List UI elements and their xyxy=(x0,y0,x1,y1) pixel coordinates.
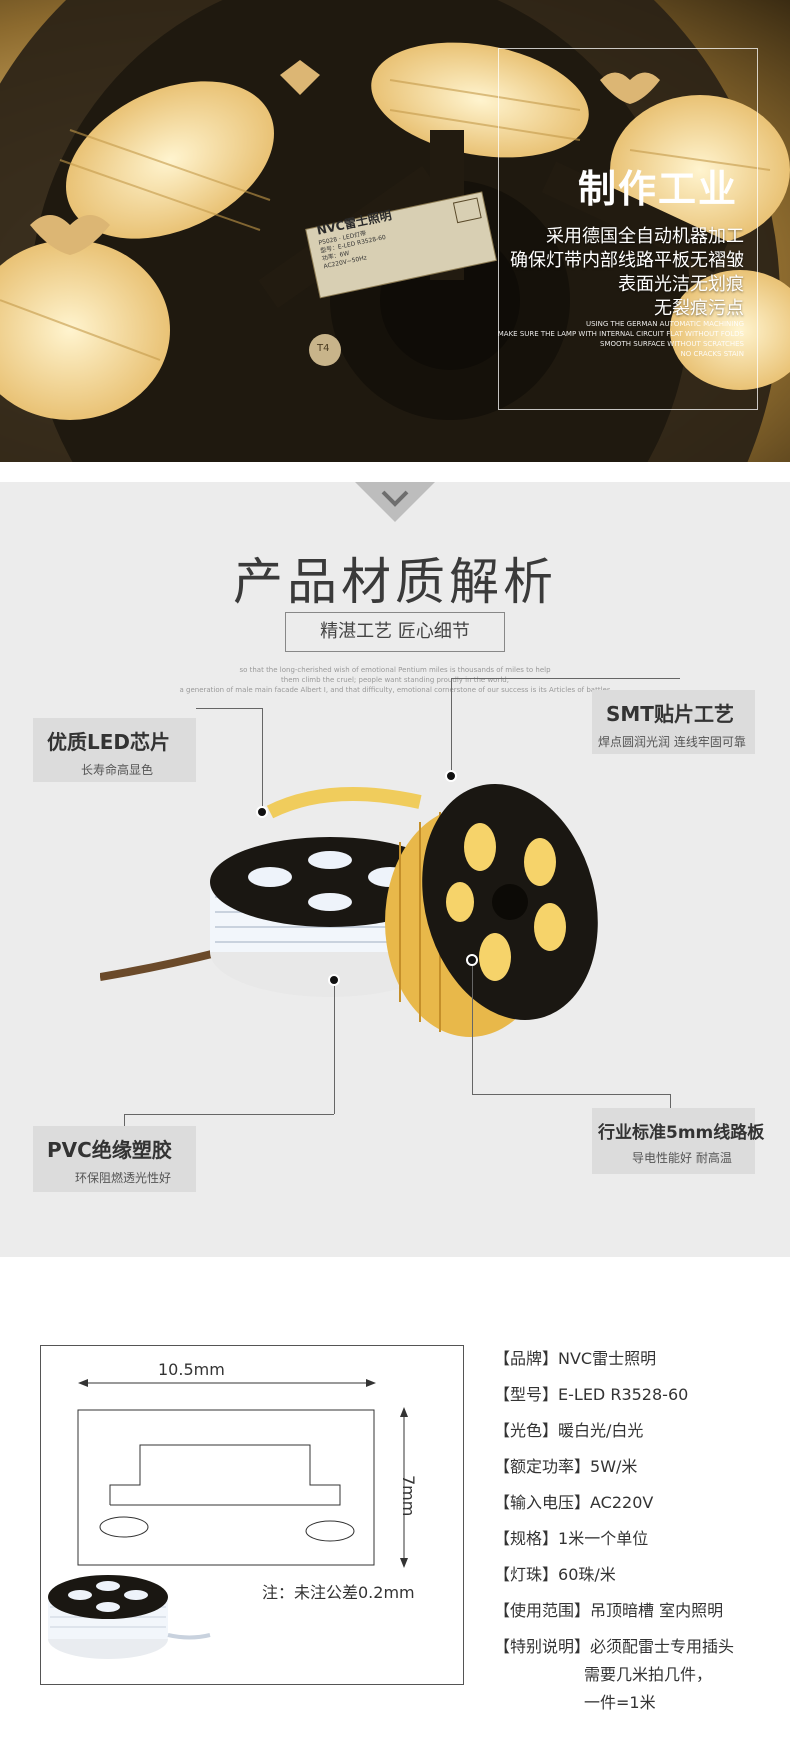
spec-value: 5W/米 xyxy=(590,1457,638,1476)
spec-rated-power: 【额定功率】5W/米 xyxy=(494,1453,637,1477)
chevron-down-icon xyxy=(355,482,435,522)
en-caption: them climb the cruel; people want standi… xyxy=(281,676,509,684)
leader-line xyxy=(334,986,335,1114)
spec-usage: 【使用范围】吊顶暗槽 室内照明 xyxy=(494,1597,723,1621)
spec-unit: 【规格】1米一个单位 xyxy=(494,1525,648,1549)
spec-key: 【输入电压】 xyxy=(494,1493,591,1512)
spec-value: E-LED R3528-60 xyxy=(558,1385,689,1404)
feature-title: 优质LED芯片 xyxy=(47,730,171,754)
specs-section: 10.5mm 7mm 注：未注公差0.2mm 【品牌】NVC雷士照明 【型号】E… xyxy=(0,1275,790,1747)
en-caption: a generation of male main facade Albert … xyxy=(179,686,611,694)
tolerance-note: 注：未注公差0.2mm xyxy=(262,1583,415,1602)
spec-extra-line: 需要几米拍几件， xyxy=(584,1665,713,1684)
spec-value: 暖白光/白光 xyxy=(558,1421,644,1440)
hero-line: 表面光洁无划痕 xyxy=(618,274,744,295)
feature-pcb-board: 行业标准5mm线路板 导电性能好 耐高温 xyxy=(592,1108,765,1174)
spec-value: 60珠/米 xyxy=(558,1565,616,1584)
spec-value: AC220V xyxy=(590,1493,654,1512)
section-subtitle: 精湛工艺 匠心细节 xyxy=(285,612,505,652)
spec-key: 【特别说明】 xyxy=(494,1637,591,1656)
leader-line xyxy=(196,708,262,709)
feature-pvc-insulation: PVC绝缘塑胶 环保阻燃透光性好 xyxy=(33,1126,196,1192)
spec-brand: 【品牌】NVC雷士照明 xyxy=(494,1345,656,1369)
hero-en-line: USING THE GERMAN AUTOMATIC MACHINING xyxy=(585,320,744,328)
leader-line xyxy=(124,1114,125,1126)
hero-banner: NVC雷士照明 P5028 · LED灯带 型号：E-LED R3528-60 … xyxy=(0,0,790,462)
spec-special-note: 【特别说明】必须配雷士专用插头 xyxy=(494,1633,734,1657)
hero-line: 无裂痕污点 xyxy=(654,298,744,319)
spec-model: 【型号】E-LED R3528-60 xyxy=(494,1381,688,1405)
hero-en-line: NO CRACKS STAIN xyxy=(680,350,744,358)
materials-section: 产品材质解析 精湛工艺 匠心细节 so that the long-cheris… xyxy=(0,482,790,1257)
callout-dot xyxy=(445,770,457,782)
feature-subtitle: 环保阻燃透光性好 xyxy=(75,1171,172,1185)
hero-text-frame xyxy=(498,48,758,410)
callout-dot xyxy=(328,974,340,986)
en-caption: so that the long-cherished wish of emoti… xyxy=(239,666,551,674)
feature-smt-process: SMT贴片工艺 焊点圆润光润 连线牢固可靠 xyxy=(592,690,755,754)
spec-value: 1米一个单位 xyxy=(558,1529,649,1548)
spec-key: 【型号】 xyxy=(494,1385,559,1404)
feature-subtitle: 长寿命高显色 xyxy=(81,763,154,777)
feature-led-chip: 优质LED芯片 长寿命高显色 xyxy=(33,718,196,782)
spec-key: 【光色】 xyxy=(494,1421,559,1440)
leader-line xyxy=(670,1094,671,1108)
spec-value: 吊顶暗槽 室内照明 xyxy=(590,1601,724,1620)
spec-value: NVC雷士照明 xyxy=(558,1349,657,1368)
spec-key: 【使用范围】 xyxy=(494,1601,591,1620)
hero-title: 制作工业 xyxy=(577,167,738,211)
hero-line: 确保灯带内部线路平板无褶皱 xyxy=(510,250,744,271)
feature-title: SMT贴片工艺 xyxy=(606,702,734,726)
width-dimension-label: 10.5mm xyxy=(158,1360,225,1379)
strip-profile-diagram xyxy=(48,1379,408,1659)
spec-key: 【灯珠】 xyxy=(494,1565,559,1584)
spec-key: 【额定功率】 xyxy=(494,1457,591,1476)
feature-subtitle: 焊点圆润光润 连线牢固可靠 xyxy=(598,735,746,749)
hero-en-line: MAKE SURE THE LAMP WITH INTERNAL CIRCUIT… xyxy=(497,330,744,338)
feature-title: PVC绝缘塑胶 xyxy=(47,1138,172,1162)
spec-input-voltage: 【输入电压】AC220V xyxy=(494,1489,653,1513)
spec-light-color: 【光色】暖白光/白光 xyxy=(494,1417,643,1441)
spec-key: 【规格】 xyxy=(494,1529,559,1548)
reel-closeup-illustration xyxy=(0,0,790,462)
leader-line xyxy=(124,1114,334,1115)
height-dimension-label: 7mm xyxy=(399,1475,418,1517)
spec-extra-line: 一件=1米 xyxy=(584,1693,656,1712)
reel-mark: T4 xyxy=(317,343,330,354)
leader-line xyxy=(451,678,680,679)
section-title: 产品材质解析 xyxy=(233,553,557,611)
callout-dot xyxy=(466,954,478,966)
spec-key: 【品牌】 xyxy=(494,1349,559,1368)
leader-line xyxy=(451,678,452,776)
led-reels-illustration xyxy=(100,784,598,1037)
feature-title: 行业标准5mm线路板 xyxy=(598,1123,765,1143)
leader-line xyxy=(472,1094,670,1095)
feature-subtitle: 导电性能好 耐高温 xyxy=(632,1151,732,1165)
profile-diagram-frame xyxy=(40,1345,464,1685)
spec-value: 必须配雷士专用插头 xyxy=(590,1637,735,1656)
spec-beads: 【灯珠】60珠/米 xyxy=(494,1561,616,1585)
hero-line: 采用德国全自动机器加工 xyxy=(546,226,744,247)
callout-dot xyxy=(256,806,268,818)
leader-line xyxy=(472,966,473,1094)
hero-en-line: SMOOTH SURFACE WITHOUT SCRATCHES xyxy=(600,340,744,348)
leader-line xyxy=(262,708,263,812)
